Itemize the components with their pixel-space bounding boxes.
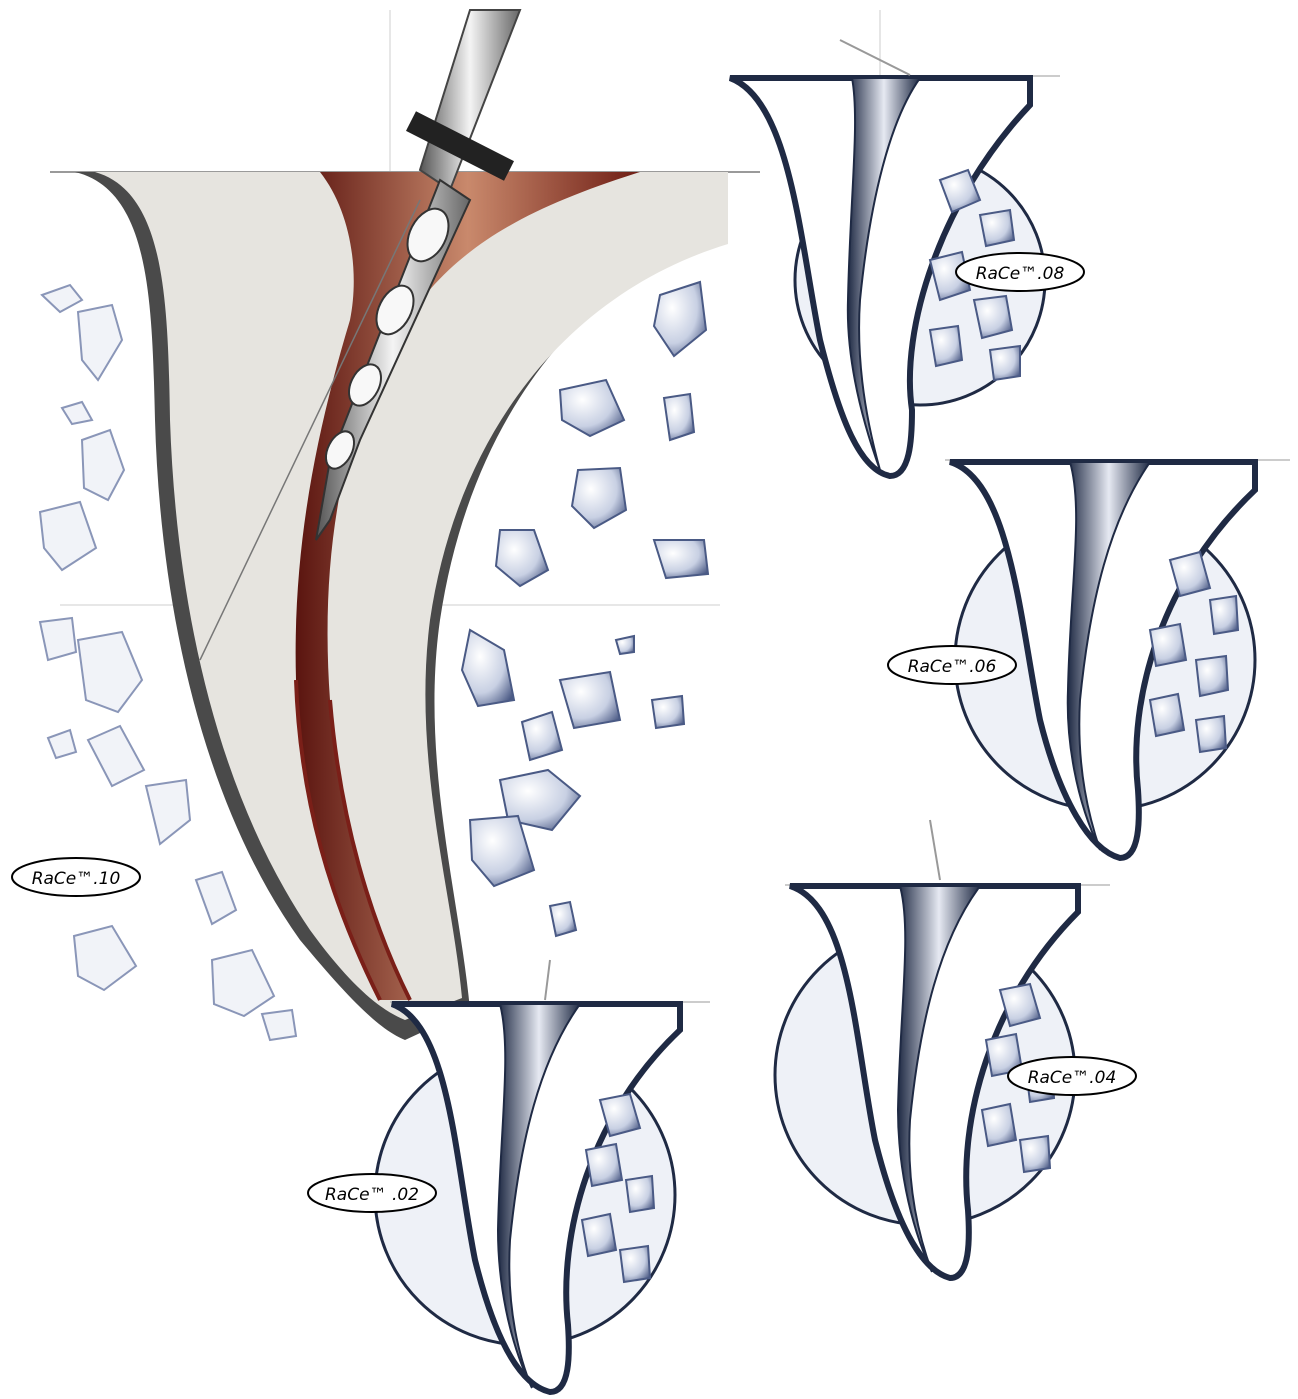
svg-text:RaCe™.04: RaCe™.04 [1028,1068,1117,1088]
label-race-06: RaCe™.06 [888,646,1016,684]
label-race-04: RaCe™.04 [1008,1057,1136,1095]
svg-text:RaCe™ .02: RaCe™ .02 [325,1185,419,1205]
main-root-figure [40,10,760,1040]
root-figure-02 [375,960,710,1392]
label-race-10: RaCe™.10 [12,858,140,896]
root-figure-08 [730,10,1060,476]
svg-text:RaCe™.06: RaCe™.06 [908,657,997,677]
label-race-08: RaCe™.08 [956,253,1084,291]
root-figure-04 [775,820,1110,1278]
svg-text:RaCe™.10: RaCe™.10 [32,869,121,889]
label-race-02: RaCe™ .02 [308,1174,436,1212]
svg-text:RaCe™.08: RaCe™.08 [976,264,1065,284]
